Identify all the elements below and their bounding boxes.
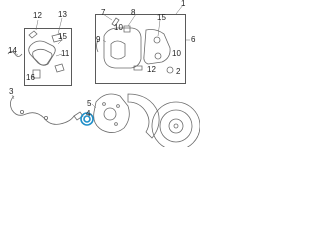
stud-1 <box>102 102 106 106</box>
callout-3: 3 <box>9 87 14 96</box>
brake-parts-diagram: 12 13 15 14 11 16 3 5 4 1 6 7 8 9 10 15 … <box>0 0 200 147</box>
callout-11: 11 <box>61 49 70 58</box>
callout-10-right: 10 <box>172 49 181 58</box>
abs-sensor-head <box>73 111 84 121</box>
callout-7: 7 <box>101 8 106 17</box>
wheel-bearing <box>80 112 94 126</box>
guide-pin-upper <box>123 25 131 33</box>
brake-rotor-outer <box>151 101 200 147</box>
caliper-kit-frame <box>95 14 186 84</box>
callout-5: 5 <box>87 99 92 108</box>
callout-10-upper: 10 <box>114 23 123 32</box>
callout-14: 14 <box>8 46 17 55</box>
callout-15-left: 15 <box>58 32 67 41</box>
wire-clip-1 <box>19 110 24 115</box>
dust-shield <box>127 93 160 139</box>
pad-kit-frame <box>24 28 72 86</box>
rotor-hub <box>168 118 184 134</box>
callout-15-right: 15 <box>157 13 166 22</box>
guide-spring <box>7 51 23 57</box>
bracket-hole-upper <box>153 36 161 44</box>
callout-8: 8 <box>131 8 136 17</box>
boot-seal <box>96 39 99 53</box>
brake-rotor-inner <box>159 109 193 143</box>
callout-9: 9 <box>96 35 101 44</box>
brake-pad-outer <box>28 40 56 66</box>
caliper-bracket <box>143 29 171 65</box>
wear-sensor <box>32 69 41 79</box>
caliper-bore <box>110 40 126 60</box>
caliper-body <box>103 27 142 69</box>
clip-lower <box>54 63 65 73</box>
bracket-hole-lower <box>154 52 162 60</box>
callout-2: 2 <box>176 67 181 76</box>
highlighted-part <box>80 112 94 126</box>
callout-6: 6 <box>191 35 196 44</box>
wheel-bearing-inner <box>83 115 91 123</box>
callout-12-top-left: 12 <box>33 11 42 20</box>
guide-pin-lower <box>133 65 143 71</box>
stud-3 <box>114 122 118 126</box>
callout-12-right: 12 <box>147 65 156 74</box>
callout-16: 16 <box>26 73 35 82</box>
rotor-bolt <box>173 123 179 129</box>
bleed-screw <box>111 17 120 27</box>
callout-4: 4 <box>86 109 91 118</box>
stud-2 <box>116 104 120 108</box>
hub-knuckle <box>93 93 130 133</box>
hub-center <box>103 107 117 121</box>
clip-upper <box>28 30 38 39</box>
bushing <box>166 66 174 74</box>
callout-13: 13 <box>58 10 67 19</box>
brake-pad-inner <box>32 48 53 66</box>
wire-clip-2 <box>44 116 49 121</box>
callout-1: 1 <box>181 0 186 8</box>
abs-sensor-wire <box>10 95 75 125</box>
diagram-lines <box>7 4 200 147</box>
